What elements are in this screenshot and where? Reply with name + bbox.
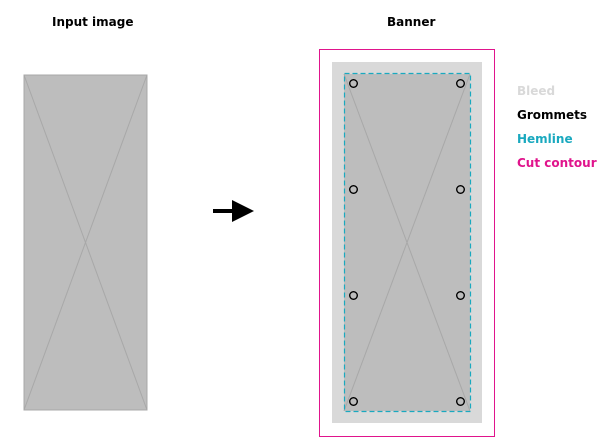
grommet-icon [349,397,359,407]
banner-title: Banner [387,15,436,29]
grommet-icon [456,397,466,407]
banner [319,49,495,437]
grommet-icon [349,78,359,88]
grommet-icon [349,291,359,301]
grommets [349,78,466,407]
placeholder-cross-line [343,73,471,412]
legend-item-grommets: Grommets [517,108,588,122]
legend-item-cut-contour: Cut contour [517,156,597,170]
grommet-icon [349,184,359,194]
cut-contour [319,49,495,437]
placeholder-cross-line [23,74,148,411]
grommet-icon [456,78,466,88]
input-image-title: Input image [52,15,134,29]
input-image-placeholder [23,74,148,411]
legend-item-hemline: Hemline [517,132,573,146]
right-arrow-icon [213,200,254,222]
legend-item-bleed: Bleed [517,84,556,98]
grommet-icon [456,184,466,194]
grommet-icon [456,291,466,301]
